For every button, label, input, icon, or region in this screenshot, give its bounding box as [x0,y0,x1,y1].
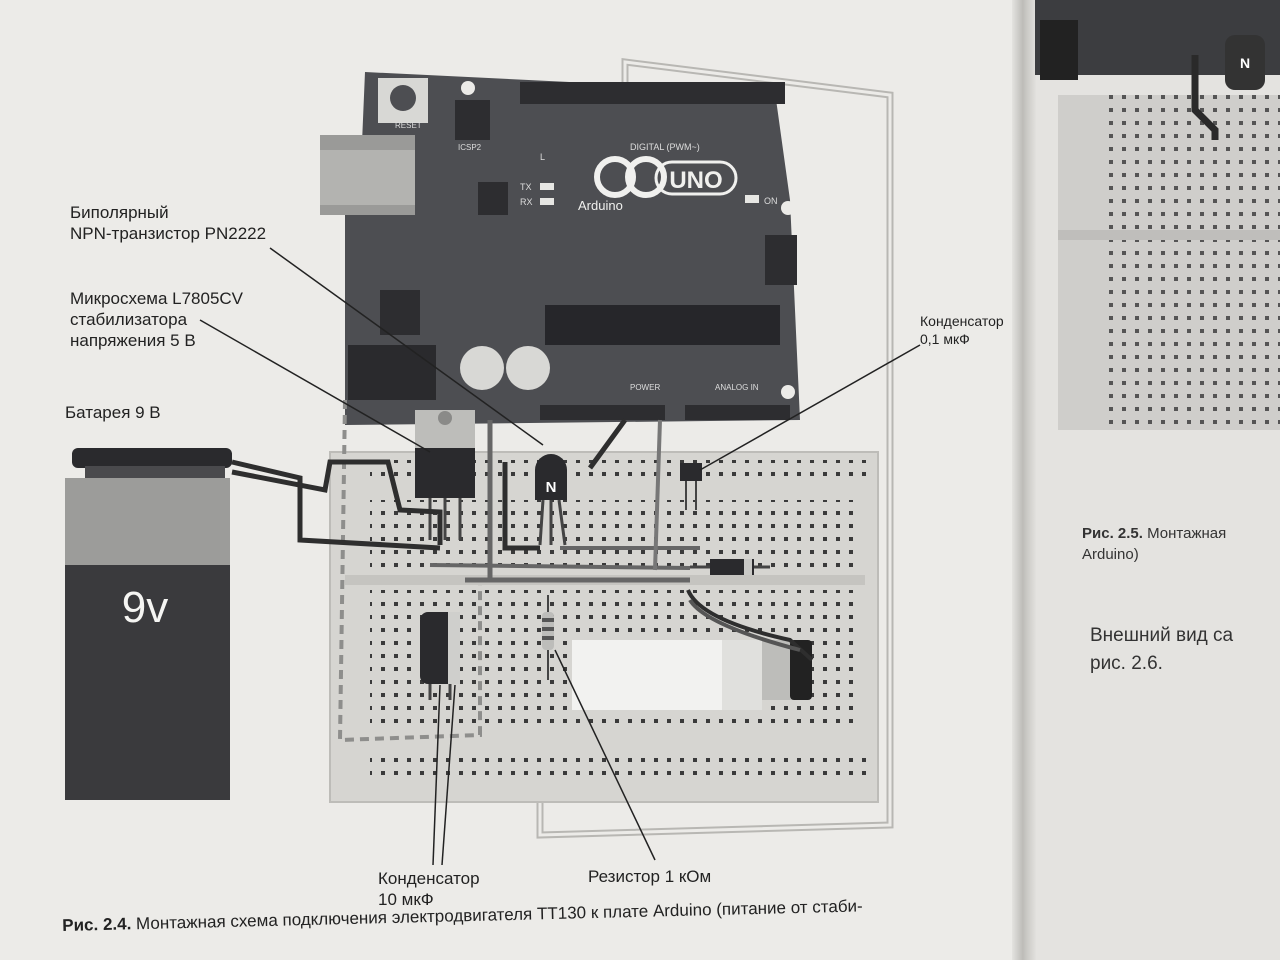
tx-label: TX [520,182,532,192]
microcontroller-chip [545,305,780,345]
motor-tt130 [572,640,812,710]
right-figure-caption: Рис. 2.5. Монтажная Arduino) [1082,523,1226,565]
power-header [540,405,665,420]
right-body-text: Внешний вид са рис. 2.6. [1090,625,1234,674]
right-caption-number: Рис. 2.5. [1082,525,1143,542]
book-gutter [1012,0,1036,960]
npn-transistor: N [535,454,567,546]
uno-logo: UNO [669,167,722,194]
transistor-mark: N [546,479,557,496]
breadboard [329,451,879,803]
label-capacitor-large: Конденсатор 10 мкФ [378,869,480,909]
reset-label: RESET [395,121,422,130]
battery-voltage-text: 9v [122,583,168,632]
leader-lines [199,247,921,866]
label-battery: Батарея 9 В [65,403,161,422]
power-label: POWER [630,383,660,392]
analog-header [685,405,790,420]
analog-label: ANALOG IN [715,383,759,392]
digital-header [520,82,785,104]
label-transistor: Биполярный NPN-транзистор PN2222 [70,203,267,243]
l-led-label: L [540,152,545,162]
on-label: ON [764,196,778,206]
digital-label: DIGITAL (PWM~) [630,142,700,152]
dc-jack [348,345,436,400]
right-breadboard: N [1035,0,1280,430]
label-regulator: Микросхема L7805CV стабилизатора напряже… [70,289,244,350]
board-capacitor-2 [506,346,550,390]
voltage-regulator [415,410,475,540]
right-transistor-mark: N [1240,55,1250,71]
icsp-label: ICSP2 [458,143,482,152]
dashed-wire [337,399,482,743]
label-resistor: Резистор 1 кОм [588,867,712,886]
right-caption-text: Монтажная Arduino) [1082,525,1227,563]
label-capacitor-small: Конденсатор 0,1 мкФ [920,313,1004,347]
board-capacitor-1 [460,346,504,390]
capacitor-10uf [420,612,460,700]
battery-9v: 9v [65,448,232,800]
resistor-1k [542,595,554,680]
caption-number: Рис. 2.4. [62,914,132,935]
rx-label: RX [520,197,533,207]
arduino-logo: Arduino [578,198,623,213]
capacitor-0-1uf [680,463,702,510]
arduino-uno-board: RESET ICSP2 DIGITAL (PWM~) UNO Arduino L… [320,72,800,425]
diode [690,559,770,575]
wires [231,418,814,662]
